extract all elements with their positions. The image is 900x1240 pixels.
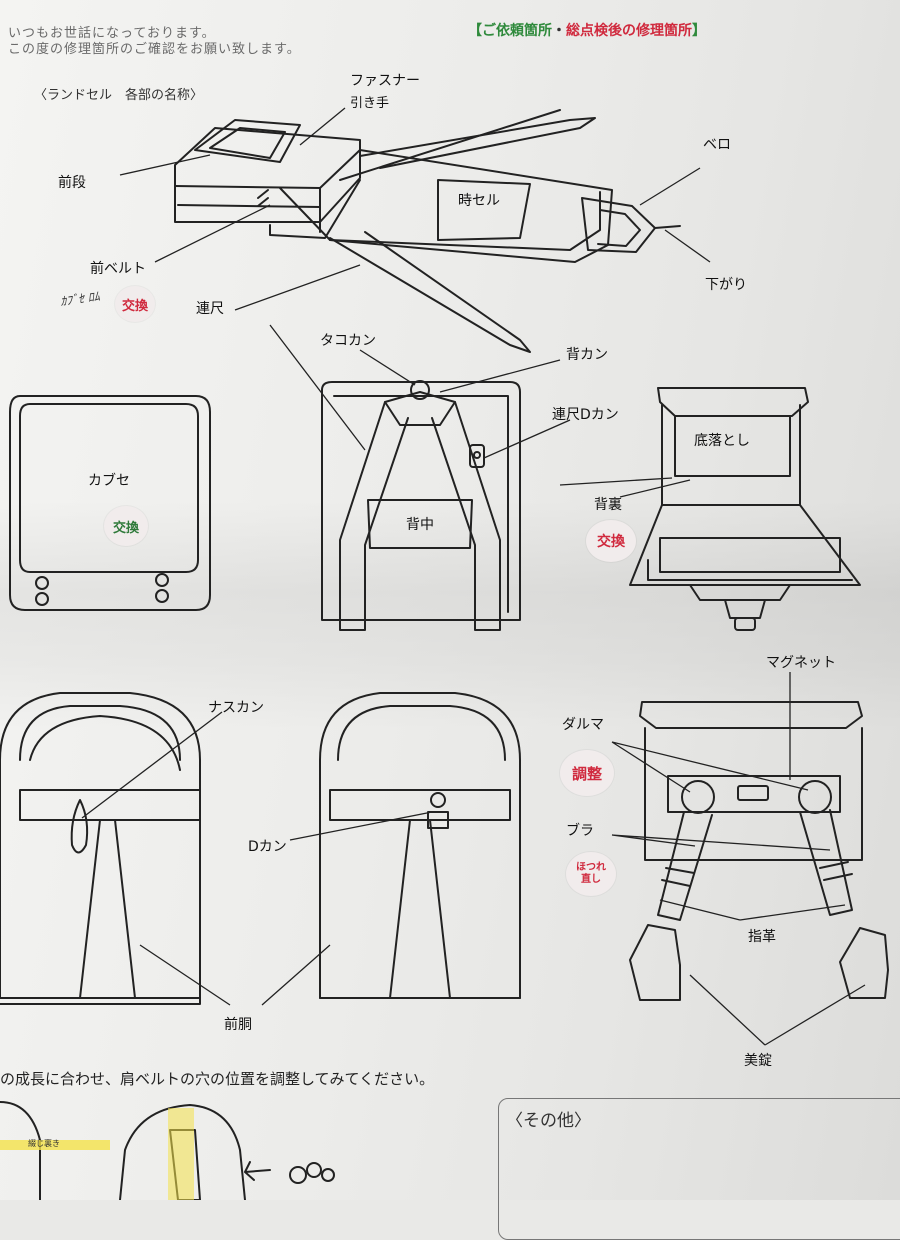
badge-adjust: 調整 bbox=[560, 750, 614, 796]
label-renjaku-dkan: 連尺Dカン bbox=[552, 404, 619, 424]
label-bijo: 美錠 bbox=[744, 1050, 772, 1070]
label-kabuse: カブセ bbox=[88, 470, 130, 490]
label-dkan: Dカン bbox=[248, 836, 287, 856]
badge-fray-repair: ほつれ直し bbox=[566, 852, 616, 896]
highlight-strip bbox=[168, 1108, 194, 1200]
badge-exchange-2: 交換 bbox=[104, 506, 148, 546]
label-takokan: タコカン bbox=[320, 330, 376, 350]
label-pull-tab: 引き手 bbox=[350, 92, 389, 111]
instruction-text: の成長に合わせ、肩ベルトの穴の位置を調整してみてください。 bbox=[0, 1068, 434, 1089]
label-front-section: 前段 bbox=[58, 172, 86, 192]
front-body-dkan-drawing bbox=[320, 693, 520, 998]
front-body-nasukan-drawing bbox=[0, 693, 200, 1004]
randoseru-diagram bbox=[0, 0, 900, 1200]
back-drawing bbox=[322, 381, 520, 630]
label-se-ura: 背裏 bbox=[594, 494, 622, 514]
badge-exchange-2-text: 交換 bbox=[113, 517, 139, 536]
label-maedo: 前胴 bbox=[224, 1014, 252, 1034]
badge-exchange-1-text: 交換 bbox=[122, 295, 148, 314]
label-bero: ベロ bbox=[703, 134, 731, 154]
label-renjaku: 連尺 bbox=[196, 298, 224, 318]
badge-exchange-1: 交換 bbox=[115, 286, 155, 322]
label-bura: ブラ bbox=[566, 820, 594, 840]
label-fastener: ファスナー bbox=[350, 70, 420, 90]
label-sekan: 背カン bbox=[566, 344, 608, 364]
label-soko-otoshi: 底落とし bbox=[694, 430, 750, 450]
label-tokiseru: 時セル bbox=[458, 190, 500, 210]
label-front-belt: 前ベルト bbox=[90, 258, 146, 278]
illustration-tag: 綴じ裏き bbox=[28, 1138, 60, 1149]
badge-fray-repair-text: ほつれ直し bbox=[573, 862, 609, 886]
badge-exchange-3-text: 交換 bbox=[597, 531, 625, 551]
label-yubikawa: 指革 bbox=[748, 926, 776, 946]
open-randoseru-drawing bbox=[175, 110, 680, 352]
bottom-view-drawing bbox=[630, 388, 860, 630]
label-nasukan: ナスカン bbox=[208, 697, 264, 717]
adjustment-illustration bbox=[0, 1102, 334, 1200]
other-notes-title: 〈その他〉 bbox=[506, 1106, 591, 1131]
label-sagari: 下がり bbox=[705, 274, 747, 294]
label-senaka: 背中 bbox=[406, 514, 434, 534]
label-daruma: ダルマ bbox=[562, 714, 604, 734]
kabuse-drawing bbox=[10, 396, 210, 610]
label-magnet: マグネット bbox=[766, 652, 836, 672]
badge-exchange-3: 交換 bbox=[586, 520, 636, 562]
strap-details-drawing bbox=[630, 702, 888, 1000]
badge-adjust-text: 調整 bbox=[572, 763, 602, 784]
